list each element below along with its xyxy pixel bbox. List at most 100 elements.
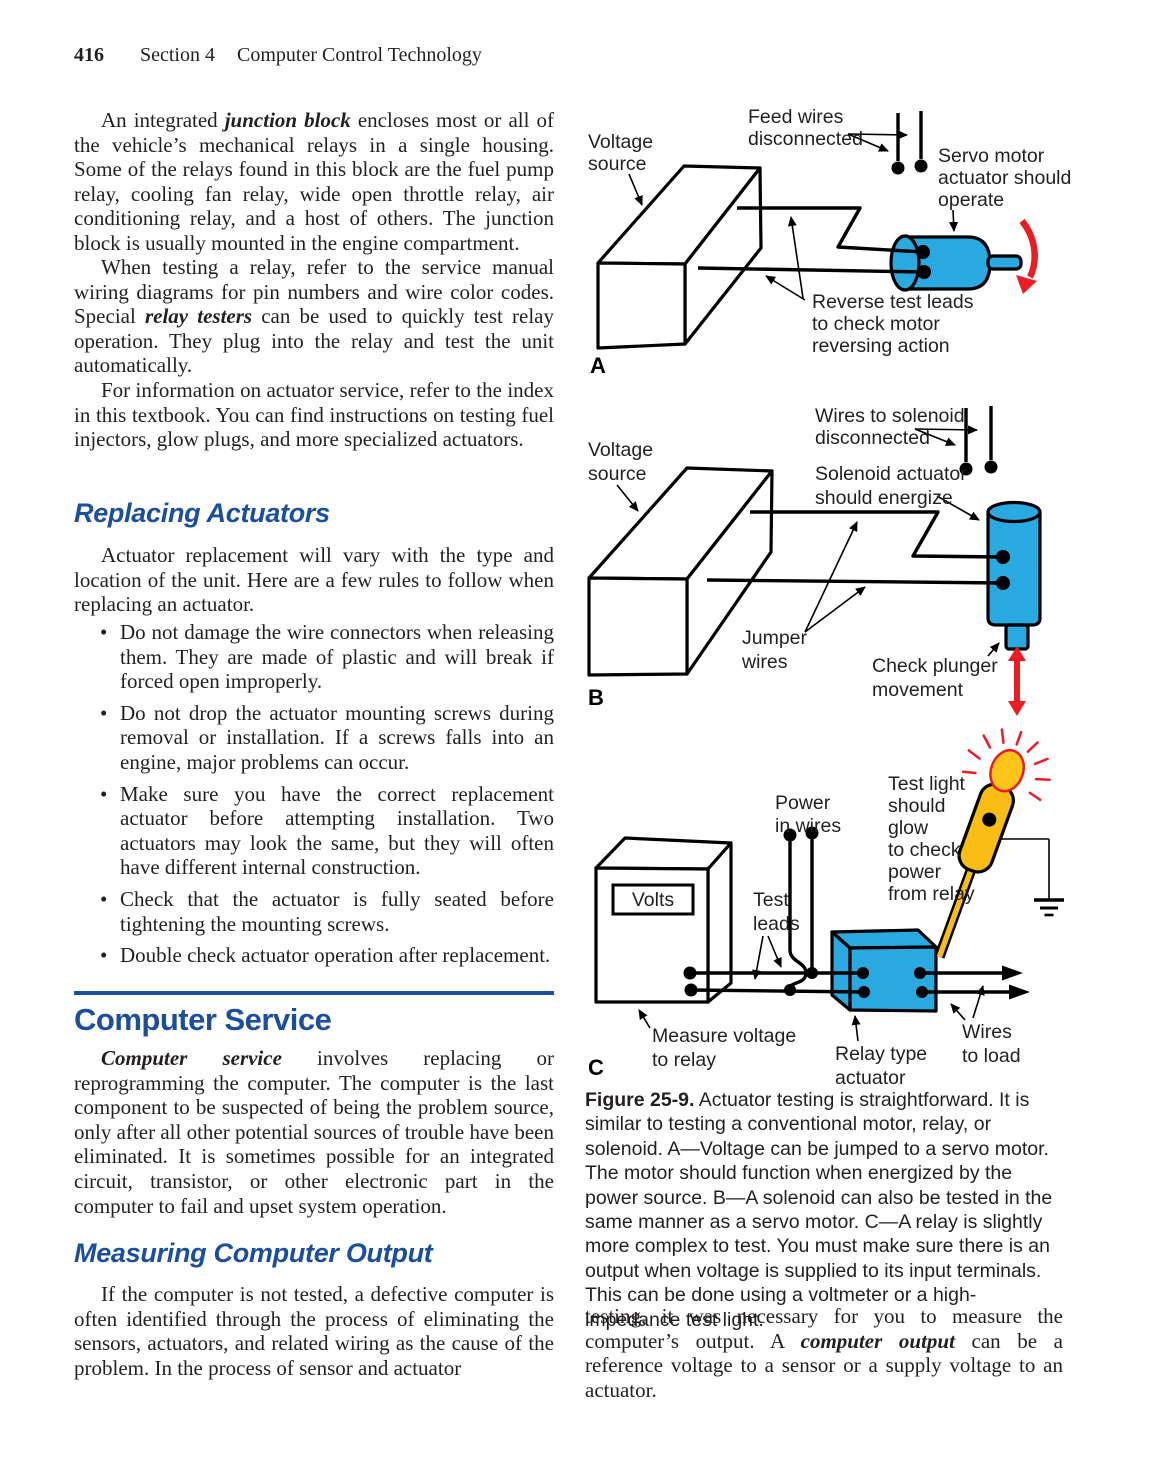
heading-measuring-output: Measuring Computer Output [74, 1238, 433, 1268]
voltage-source-box [587, 466, 774, 677]
terminal-dot [683, 966, 697, 980]
plunger [1004, 623, 1030, 651]
paragraph-actuator-service: For information on actuator service, ref… [74, 378, 554, 452]
test-lead-lower [690, 988, 865, 994]
callout-arrow [638, 1009, 651, 1029]
section-label: Section 4 [140, 44, 215, 66]
feed-wires-disconnected [891, 111, 928, 175]
volts-display-label: Volts [632, 889, 675, 911]
test-light-label: from relay [888, 883, 975, 905]
test-leads-label: Test [753, 889, 789, 911]
wires-to-load-label: to load [962, 1045, 1021, 1067]
diagram-a-servo-motor-test: Voltage source Feed wires disconnected S… [588, 106, 1071, 378]
list-item: Do not damage the wire connectors when r… [74, 620, 554, 694]
callout-arrow [949, 209, 959, 232]
solenoid-actuator [986, 500, 1042, 651]
callout-arrow [987, 642, 1000, 657]
jumper-wire-upper [737, 206, 924, 254]
diagram-c-relay-test: Volts [588, 728, 1064, 1087]
solenoid-actuator-label: Solenoid actuator [815, 463, 967, 485]
terminal-dot [858, 986, 870, 998]
voltage-source-box [596, 164, 763, 350]
callout-arrow [847, 133, 889, 152]
test-light-label: glow [888, 817, 929, 839]
feed-wires-label: disconnected [748, 128, 863, 150]
diagram-letter: A [590, 353, 606, 378]
feed-wires-label: Feed wires [748, 106, 844, 128]
diagram-letter: B [588, 685, 604, 710]
voltage-source-label: Voltage [588, 439, 653, 461]
paragraph-computer-service: Computer service involves replacing or r… [74, 1046, 555, 1218]
voltage-source-label: source [588, 463, 647, 485]
callout-arrow [767, 935, 782, 968]
relay-type-label: actuator [835, 1067, 906, 1087]
paragraph-actuator-replacement: Actuator replacement will vary with the … [74, 543, 554, 617]
rotation-arrow-icon [1016, 218, 1038, 294]
figure-caption: Figure 25-9. Actuator testing is straigh… [585, 1089, 1053, 1331]
paragraph-computer-not-tested: If the computer is not tested, a defecti… [74, 1282, 554, 1380]
callout-arrow [804, 521, 858, 633]
terminal-dot [917, 265, 931, 279]
list-item: Do not drop the actuator mounting screws… [74, 701, 554, 775]
list-item: Double check actuator operation after re… [74, 943, 554, 968]
test-light-label: should [888, 795, 945, 817]
reverse-leads-label: to check motor [812, 313, 940, 335]
terminal-dot [996, 550, 1010, 564]
plunger-movement-arrow-icon [1008, 646, 1026, 716]
terminal-dot [684, 983, 698, 997]
callout-arrow [914, 425, 978, 435]
callout-arrow [847, 130, 908, 140]
jumper-wires-label: wires [741, 651, 788, 673]
running-head: 416 Section 4 Computer Control Technology [74, 44, 774, 67]
callout-arrow [752, 935, 764, 980]
test-light-label: power [888, 861, 942, 883]
actuator-rules-list: Do not damage the wire connectors when r… [74, 620, 554, 975]
power-in-wires [783, 826, 819, 996]
callout-arrow [765, 275, 806, 301]
callout-arrow [628, 173, 643, 206]
relay-type-label: Relay type [835, 1043, 927, 1065]
diagram-b-solenoid-test: Wires to solenoid disconnected Voltage s… [587, 405, 1042, 716]
list-item: Check that the actuator is fully seated … [74, 887, 554, 936]
paragraph-relay-testing: When testing a relay, refer to the servi… [74, 255, 554, 378]
terminal-dot [916, 245, 930, 259]
power-in-label: Power [775, 792, 831, 814]
callout-arrow [787, 216, 804, 299]
power-in-label: in wires [775, 815, 841, 837]
probe-shaft [936, 863, 976, 958]
paragraph-measuring-continuation: testing, it was necessary for you to mea… [585, 1304, 1063, 1402]
jumper-wire-upper [750, 510, 1004, 559]
page-number: 416 [74, 44, 104, 66]
section-title: Computer Control Technology [237, 44, 482, 66]
paragraph-junction-block: An integrated junction block encloses mo… [74, 108, 554, 255]
callout-arrow [972, 985, 985, 1019]
test-light [934, 728, 1051, 959]
measure-voltage-label: Measure voltage [652, 1025, 796, 1047]
section-divider [74, 991, 554, 995]
wires-to-load [914, 965, 1030, 1000]
test-leads-label: leads [753, 913, 800, 935]
jumper-wire-lower [706, 578, 1004, 585]
wires-solenoid-label: Wires to solenoid [815, 405, 965, 427]
servo-motor [889, 234, 1023, 292]
callout-arrow [950, 1003, 966, 1021]
ground-icon [996, 838, 1064, 917]
callout-arrow [914, 428, 956, 446]
heading-replacing-actuators: Replacing Actuators [74, 498, 330, 528]
check-plunger-label: movement [872, 679, 964, 701]
list-item: Make sure you have the correct replaceme… [74, 782, 554, 880]
measure-voltage-label: to relay [652, 1049, 716, 1071]
jumper-wires-label: Jumper [742, 627, 808, 649]
check-plunger-label: Check plunger [872, 655, 998, 677]
diagram-letter: C [588, 1055, 604, 1080]
test-light-label: to check [888, 839, 961, 861]
voltmeter: Volts [594, 836, 733, 1004]
jumper-wire-lower [697, 266, 925, 274]
heading-computer-service: Computer Service [74, 1002, 332, 1037]
terminal-dot [996, 576, 1010, 590]
callout-arrow [804, 586, 866, 633]
volts-display [611, 883, 695, 916]
reverse-leads-label: reversing action [812, 335, 950, 357]
reverse-leads-label: Reverse test leads [812, 291, 974, 313]
